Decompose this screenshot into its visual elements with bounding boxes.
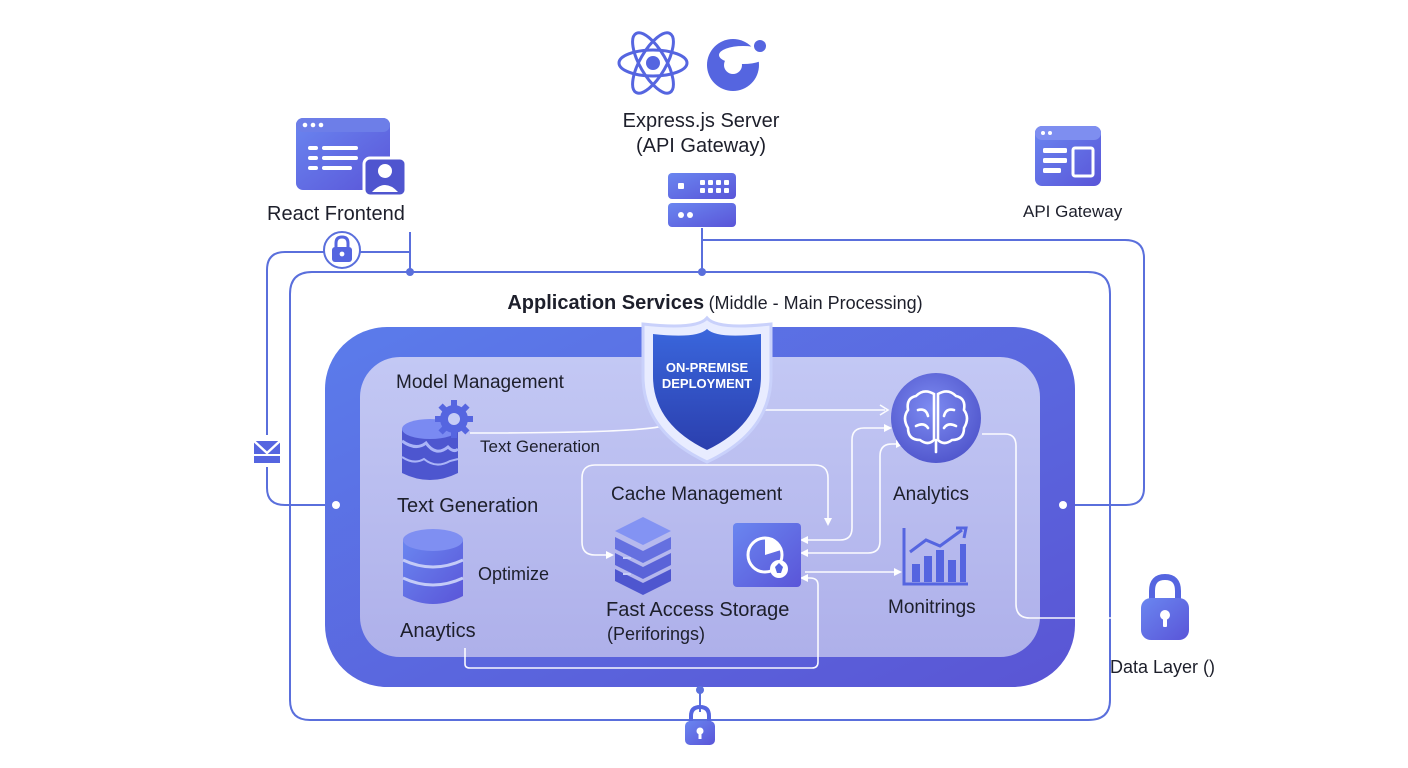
- orbit-logo-icon: [707, 39, 767, 91]
- bar-chart-icon: [902, 526, 968, 586]
- on-premise-shield-icon: [641, 315, 773, 464]
- outer-connectors: [266, 228, 1145, 721]
- browser-window-icon: [296, 118, 408, 198]
- connector-dot: [332, 501, 340, 509]
- react-atom-icon: [617, 31, 689, 95]
- shield-line-1: ON-PREMISE: [665, 360, 749, 375]
- fast-access-storage-label: Fast Access Storage: [606, 599, 790, 621]
- server-title: Express.js Server: [622, 110, 780, 132]
- connector-dot: [406, 268, 414, 276]
- server-subtitle: (API Gateway): [635, 135, 767, 157]
- optimize-label: Optimize: [478, 564, 550, 584]
- lock-icon-data-layer: [1141, 573, 1189, 640]
- server-rack-icon: [668, 173, 736, 227]
- analytics-right-label: Analytics: [893, 484, 970, 505]
- anaytics-left-label: Anaytics: [400, 620, 476, 642]
- model-stack-gear-icon: [401, 400, 473, 480]
- fast-access-storage-sub: (Periforings): [607, 624, 706, 644]
- data-layer-label: Data Layer (): [1110, 657, 1216, 677]
- react-frontend-label: React Frontend: [267, 203, 405, 225]
- model-management-label: Model Management: [396, 372, 564, 393]
- monitrings-label: Monitrings: [888, 597, 976, 618]
- database-icon: [402, 529, 464, 604]
- brain-icon: [891, 373, 981, 463]
- api-gateway-icon: [1035, 126, 1101, 186]
- inner-connectors: [464, 404, 1140, 669]
- shield-line-2: DEPLOYMENT: [661, 375, 753, 391]
- app-services-title: Application Services: [507, 292, 705, 314]
- app-services-subtitle: (Middle - Main Processing): [708, 293, 923, 313]
- cache-management-label: Cache Management: [611, 484, 783, 505]
- api-gateway-label: API Gateway: [1023, 202, 1123, 221]
- app-services-heading: Application Services (Middle - Main Proc…: [440, 292, 990, 315]
- lock-icon-frontend: [323, 231, 361, 269]
- text-generation-label: Text Generation: [397, 495, 539, 517]
- connector-dot: [1059, 501, 1067, 509]
- text-generation-inline-label: Text Generation: [480, 437, 601, 456]
- envelope-badge-icon: [251, 435, 283, 467]
- connector-dot: [698, 268, 706, 276]
- connector-dot: [696, 686, 704, 694]
- lock-icon-bottom: [685, 704, 715, 745]
- storage-pie-icon: [733, 523, 801, 587]
- shield-text: ON-PREMISE DEPLOYMENT: [648, 360, 766, 391]
- cache-stack-icon: [615, 517, 671, 595]
